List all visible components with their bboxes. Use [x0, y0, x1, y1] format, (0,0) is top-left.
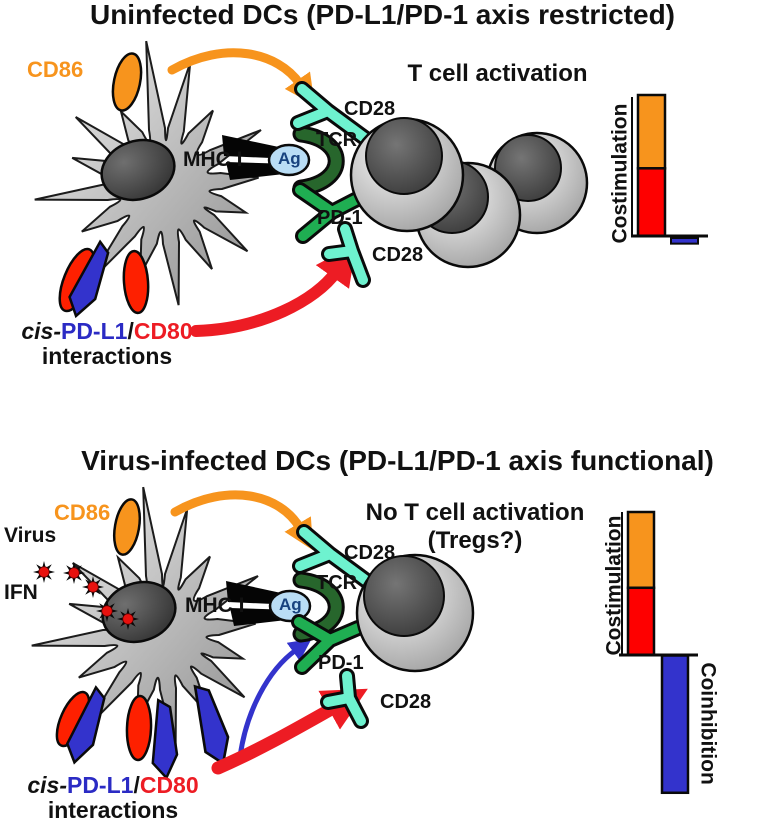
costimulation-coinhibition-chart	[619, 510, 698, 795]
costimulation-bar-cd86-segment	[626, 510, 656, 590]
coinhibition-bar	[660, 654, 690, 795]
cd28-label: CD28	[380, 691, 432, 713]
virus-particle-icon	[116, 607, 140, 631]
pdl1-text: PD-L1	[66, 772, 134, 798]
pd1-label: PD-1	[317, 207, 363, 229]
costimulation-arrow-icon	[167, 48, 315, 106]
panel-virus-infected-diagram	[31, 486, 698, 795]
cis-interactions-label: cis-PD-L1/CD80 interactions	[18, 772, 208, 824]
dc-nucleus	[100, 138, 176, 202]
interactions-text: interactions	[41, 343, 173, 370]
cd80-restriction-arrow-icon	[190, 243, 357, 337]
virus-particle-icon	[95, 599, 119, 623]
costimulation-axis-label: Costimulation	[602, 515, 626, 656]
panel-uninfected-diagram	[34, 40, 708, 337]
cd86-molecule	[111, 52, 143, 112]
costimulation-axis-label: Costimulation	[608, 103, 632, 244]
tcr-label: TCR	[316, 129, 358, 151]
costimulation-chart	[631, 93, 708, 245]
antigen-label: Ag	[279, 595, 302, 614]
mhc1-label: MHC I	[185, 594, 245, 617]
cd80-text: CD80	[139, 772, 199, 798]
antigen-molecule	[268, 589, 312, 623]
cd28-bottom-receptor	[324, 224, 368, 285]
dc-nucleus	[101, 580, 177, 644]
pdl1-trans-arrow-icon	[237, 638, 312, 760]
coinhibition-axis-label: Coinhibition	[696, 662, 720, 785]
interactions-text: interactions	[47, 797, 179, 824]
cd80-molecule	[125, 694, 153, 762]
cd28-label: CD28	[344, 542, 396, 564]
virus-particle-icon	[32, 560, 56, 584]
costimulation-bar-cd80-segment	[636, 167, 667, 238]
pdl1-text: PD-L1	[60, 318, 128, 344]
t-cell-receptors	[291, 524, 376, 729]
ifn-label: IFN	[4, 581, 38, 604]
costimulation-arrow-icon	[170, 490, 314, 551]
mhc1-label: MHC I	[183, 148, 243, 171]
cis-interactions-label: cis-PD-L1/CD80 interactions	[12, 318, 202, 370]
cd80-text: CD80	[133, 318, 193, 344]
pd1-label: PD-1	[318, 652, 364, 674]
cis-prefix: cis-	[27, 772, 67, 798]
antigen-label: Ag	[278, 149, 301, 168]
cd86-molecule	[112, 498, 142, 556]
slash-text: /	[133, 772, 140, 798]
coinhibition-bar	[670, 237, 699, 245]
t-cell-nucleus	[365, 117, 443, 195]
cd86-label: CD86	[54, 500, 111, 525]
t-cell-activation-label: T cell activation	[407, 60, 588, 87]
cd28-label: CD28	[344, 98, 396, 120]
cd28-top-receptor	[295, 527, 373, 587]
cd86-label: CD86	[27, 57, 84, 82]
cd80-release-arrow-icon	[211, 688, 368, 775]
panel-title-virus-infected: Virus-infected DCs (PD-L1/PD-1 axis func…	[81, 445, 714, 476]
cd28-top-receptor	[293, 84, 371, 144]
tcr-receptor	[295, 128, 342, 194]
t-cell-cluster	[349, 117, 589, 269]
slash-text: /	[127, 318, 134, 344]
cd28-label: CD28	[372, 244, 424, 266]
costimulation-bar-cd86-segment	[636, 93, 667, 170]
t-cell-single	[355, 553, 475, 673]
no-t-cell-activation-label: No T cell activation	[365, 499, 585, 526]
t-cell-nucleus	[363, 555, 445, 637]
cd28-bottom-receptor	[323, 671, 366, 726]
tregs-label: (Tregs?)	[427, 527, 523, 554]
cd80-molecule	[122, 249, 150, 315]
costimulation-bar-cd80-segment	[626, 586, 656, 657]
virus-label: Virus	[4, 524, 57, 547]
tcr-label: TCR	[316, 572, 358, 594]
virus-particle-icon	[81, 575, 105, 599]
virus-particle-icon	[62, 561, 86, 585]
pd1-receptor	[294, 617, 363, 672]
antigen-molecule	[267, 143, 311, 177]
cis-prefix: cis-	[21, 318, 61, 344]
panel-title-uninfected: Uninfected DCs (PD-L1/PD-1 axis restrict…	[89, 0, 676, 30]
